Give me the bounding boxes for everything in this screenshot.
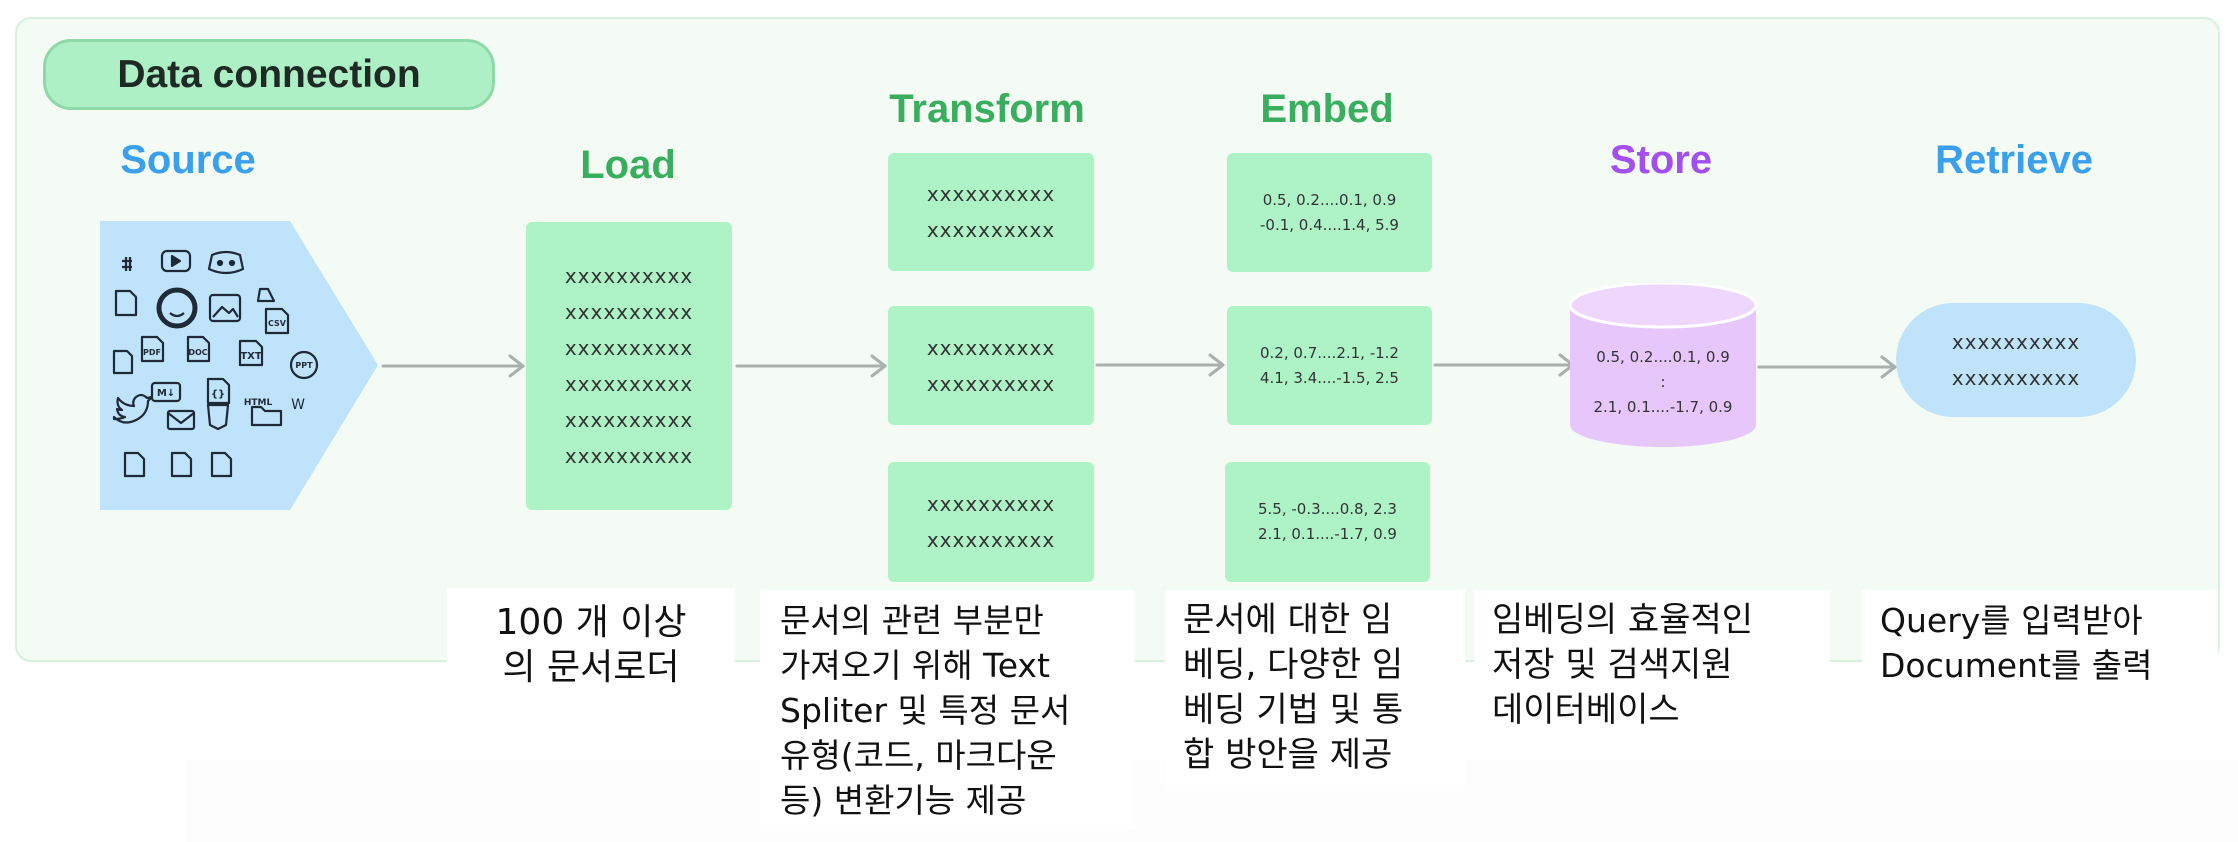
embed-vector-2: 0.2, 0.7....2.1, -1.2 4.1, 3.4....-1.5, … (1227, 306, 1432, 425)
load-line: xxxxxxxxxx (564, 300, 694, 324)
chunk-line: xxxxxxxxxx (926, 335, 1056, 360)
load-title: Load (580, 143, 676, 187)
result-line: xxxxxxxxxx (1951, 330, 2081, 354)
desc-line: 의 문서로더 (502, 647, 680, 688)
desc-line: 베딩, 다양한 임 (1183, 645, 1404, 685)
load-line: xxxxxxxxxx (564, 444, 694, 468)
chunk-line: xxxxxxxxxx (926, 492, 1056, 516)
markdown-icon (150, 381, 182, 403)
vector-line: 0.2, 0.7....2.1, -1.2 (1260, 343, 1399, 362)
doc-icon (186, 335, 211, 363)
store-vectors: 0.5, 0.2....0.1, 0.9 : 2.1, 0.1....-1.7,… (1568, 345, 1758, 420)
desc-line: 100 개 이상 (495, 602, 687, 643)
txt-icon-label: TXT (240, 351, 262, 362)
desc-line: 가져오기 위해 Text (780, 646, 1050, 685)
store-title: Store (1609, 138, 1713, 182)
vector-line: 4.1, 3.4....-1.5, 2.5 (1260, 368, 1399, 387)
markdown-icon-label: M↓ (157, 388, 175, 399)
data-connection-badge: Data connection (43, 39, 495, 110)
slack-icon (122, 257, 132, 271)
code-file-icon (206, 377, 231, 405)
file-icon (114, 289, 138, 317)
html-icon-label: HTML (244, 398, 273, 408)
csv-icon-label: CSV (268, 319, 287, 328)
retrieve-result-box: xxxxxxxxxx xxxxxxxxxx (1896, 303, 2136, 417)
github-icon (156, 287, 198, 329)
retrieve-title: Retrieve (1935, 138, 2093, 182)
vector-line: 2.1, 0.1....-1.7, 0.9 (1593, 398, 1733, 416)
youtube-icon (160, 249, 192, 273)
mail-icon (166, 409, 196, 431)
data-connection-panel (15, 17, 2220, 662)
chunk-line: xxxxxxxxxx (926, 528, 1056, 552)
csv-icon (264, 307, 290, 335)
vector-line: 0.5, 0.2....0.1, 0.9 (1596, 348, 1730, 366)
desc-line: 문서의 관련 부분만 (780, 601, 1044, 640)
load-description: 100 개 이상 의 문서로더 (447, 588, 735, 708)
vector-line: : (1660, 373, 1666, 391)
file-icon (112, 349, 134, 375)
desc-line: 유형(코드, 마크다운 (780, 736, 1057, 775)
discord-icon (207, 250, 245, 275)
embed-vector-3: 5.5, -0.3....0.8, 2.3 2.1, 0.1....-1.7, … (1225, 462, 1430, 582)
desc-line: 데이터베이스 (1492, 690, 1680, 730)
wikipedia-icon-label: W (291, 397, 305, 413)
css-icon (206, 403, 230, 431)
code-icon-label: {} (211, 389, 225, 400)
google-drive-icon (256, 287, 276, 303)
chunk-line: xxxxxxxxxx (926, 371, 1056, 396)
txt-icon (238, 339, 264, 367)
pdf-icon (140, 335, 165, 363)
embed-description: 문서에 대한 임 베딩, 다양한 임 베딩 기법 및 통 합 방안을 제공 (1165, 590, 1465, 790)
desc-line: 저장 및 검색지원 (1492, 645, 1733, 685)
desc-line: 문서에 대한 임 (1183, 600, 1393, 640)
file-icon (170, 451, 193, 478)
store-database-cylinder (1568, 283, 1758, 447)
vector-line: 2.1, 0.1....-1.7, 0.9 (1258, 525, 1397, 543)
desc-line: 합 방안을 제공 (1183, 735, 1393, 775)
chunk-line: xxxxxxxxxx (926, 182, 1056, 206)
doc-icon-label: DOC (188, 348, 207, 357)
image-icon (208, 293, 242, 323)
load-line: xxxxxxxxxx (564, 372, 694, 396)
desc-line: Document를 출력 (1880, 646, 2153, 685)
twitter-icon (112, 393, 154, 424)
pdf-icon-label: PDF (143, 348, 161, 357)
load-document-box: xxxxxxxxxx xxxxxxxxxx xxxxxxxxxx xxxxxxx… (526, 222, 732, 510)
retrieve-description: Query를 입력받아 Document를 출력 (1862, 590, 2218, 695)
desc-line: 베딩 기법 및 통 (1183, 690, 1404, 730)
vector-line: -0.1, 0.4....1.4, 5.9 (1260, 215, 1399, 234)
vector-line: 0.5, 0.2....0.1, 0.9 (1262, 190, 1397, 209)
result-line: xxxxxxxxxx (1951, 366, 2081, 390)
load-line: xxxxxxxxxx (564, 336, 694, 360)
desc-line: Spliter 및 특정 문서 (780, 691, 1071, 730)
file-icon (210, 451, 233, 478)
source-icon-cluster: CSV PDF DOC TXT PPT M↓ {} HTML W (100, 221, 378, 510)
load-line: xxxxxxxxxx (564, 408, 694, 432)
transform-chunk-2: xxxxxxxxxx xxxxxxxxxx (888, 306, 1094, 425)
ppt-icon-label: PPT (295, 361, 313, 370)
desc-line: 임베딩의 효율적인 (1492, 600, 1754, 640)
transform-description: 문서의 관련 부분만 가져오기 위해 Text Spliter 및 특정 문서 … (760, 590, 1135, 830)
load-line: xxxxxxxxxx (564, 264, 694, 288)
transform-chunk-3: xxxxxxxxxx xxxxxxxxxx (888, 462, 1094, 582)
store-description: 임베딩의 효율적인 저장 및 검색지원 데이터베이스 (1474, 590, 1830, 740)
embed-title: Embed (1260, 87, 1394, 131)
source-title: Source (120, 138, 256, 182)
transform-title: Transform (889, 87, 1085, 131)
ppt-icon (289, 350, 319, 380)
vector-line: 5.5, -0.3....0.8, 2.3 (1258, 500, 1397, 518)
file-icon (123, 451, 146, 478)
chunk-line: xxxxxxxxxx (926, 218, 1056, 242)
transform-chunk-1: xxxxxxxxxx xxxxxxxxxx (888, 153, 1094, 271)
folder-icon (250, 405, 283, 427)
desc-line: 등) 변환기능 제공 (780, 781, 1027, 820)
desc-line: Query를 입력받아 (1880, 601, 2143, 640)
embed-vector-1: 0.5, 0.2....0.1, 0.9 -0.1, 0.4....1.4, 5… (1227, 153, 1432, 272)
